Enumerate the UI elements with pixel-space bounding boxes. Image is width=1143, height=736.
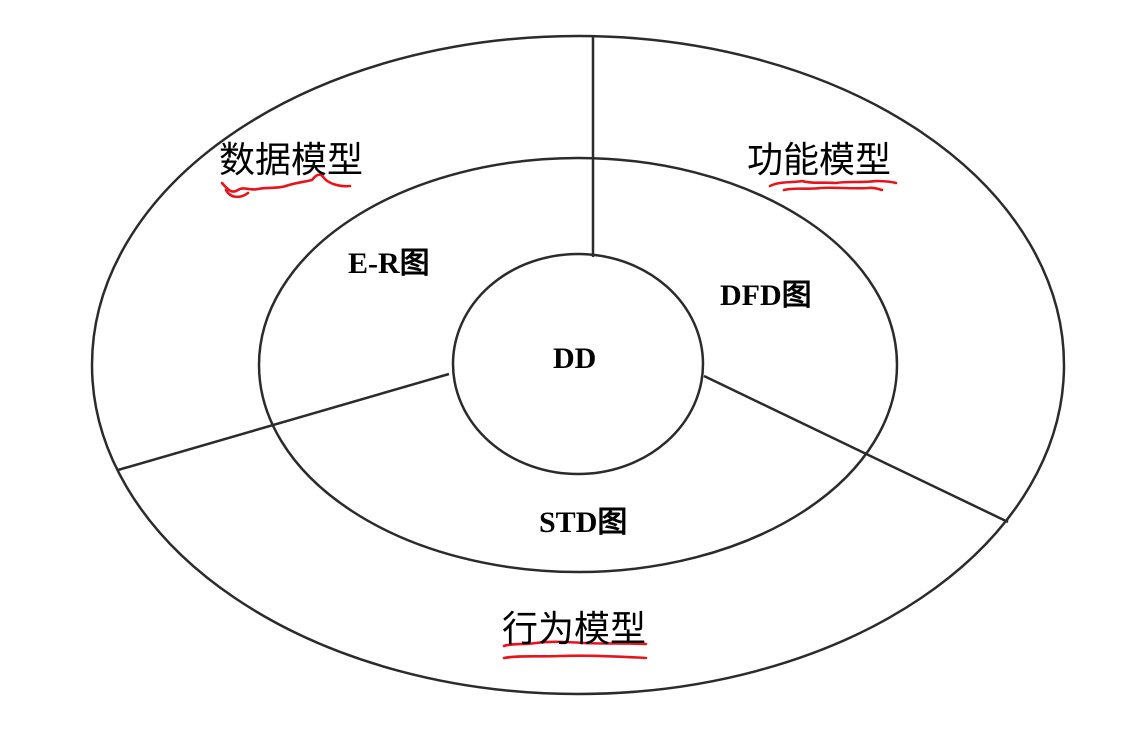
data-dictionary-label: DD [553, 342, 597, 375]
outer-ellipse [90, 34, 1066, 696]
inner-circle [451, 252, 705, 476]
behavior-model-label: 行为模型 [502, 609, 647, 650]
annotation-underline-function-model [768, 179, 898, 188]
divider-right [703, 374, 1009, 524]
annotation-underline-behavior-model-2 [502, 654, 648, 660]
dfd-diagram-label: DFD图 [720, 279, 812, 312]
function-model-label: 功能模型 [747, 140, 892, 181]
std-diagram-label: STD图 [539, 506, 628, 539]
annotation-underline-behavior-model [502, 640, 648, 648]
middle-ellipse [257, 156, 899, 574]
er-diagram-label: E-R图 [348, 247, 430, 280]
annotation-underline-data-model [220, 173, 352, 193]
data-model-label: 数据模型 [219, 140, 364, 181]
annotation-underline-function-model-2 [782, 186, 884, 192]
divider-left [117, 372, 450, 472]
annotation-underline-data-model-2 [224, 188, 250, 199]
